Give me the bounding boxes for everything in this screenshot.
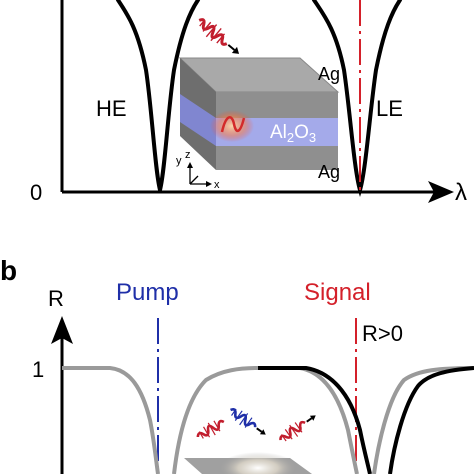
panel-a-slab [178, 57, 340, 170]
panel-b-reflectance-curve [258, 366, 474, 474]
panel-b-slab [184, 452, 312, 474]
panel-b-pump-label: Pump [116, 279, 179, 306]
panel-a-axis-y-label: y [176, 155, 182, 167]
panel-a-axis-z-label: z [185, 149, 191, 161]
panel-b-signal-label: Signal [304, 279, 371, 306]
panel-b-letter: b [0, 255, 17, 286]
panel-b: b R 1 Pump Signal R>0 [0, 255, 474, 474]
panel-a-al2o3-label: Al2O3 [270, 122, 316, 145]
panel-a-zero-label: 0 [30, 180, 42, 205]
panel-a-incident-wave-icon [198, 18, 240, 54]
panel-a-x-arrow [428, 181, 454, 203]
panel-b-signal-wave-right-icon [279, 415, 316, 442]
panel-a-lambda-label: λ [455, 179, 467, 206]
panel-a-axis-x-label: x [214, 179, 220, 191]
panel-b-signal-wave-left-icon [196, 419, 225, 439]
panel-a-guided-mode-icon [220, 116, 246, 133]
panel-b-r-label: R [48, 286, 64, 311]
panel-b-one-label: 1 [32, 357, 44, 382]
panel-a-coordinate-axes-icon [187, 162, 212, 187]
panel-a-top-ag-label: Ag [318, 64, 340, 84]
panel-b-y-arrow [51, 316, 73, 344]
panel-b-r-condition-label: R>0 [362, 321, 403, 346]
panel-a-le-label: LE [376, 96, 403, 121]
panel-a-bottom-ag-label: Ag [318, 162, 340, 182]
panel-a: HE LE 0 λ Ag [30, 0, 467, 206]
panel-a-he-label: HE [96, 96, 127, 121]
panel-b-pump-wave-icon [230, 407, 266, 435]
